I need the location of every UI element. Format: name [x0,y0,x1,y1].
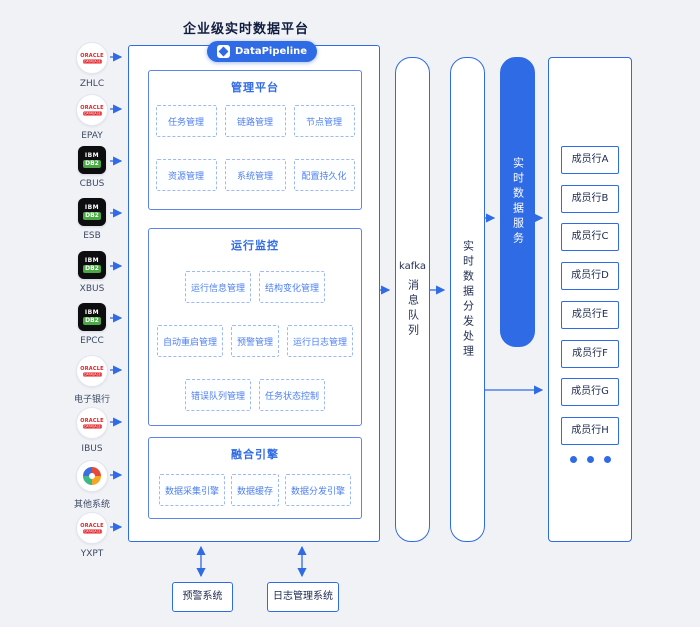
source-yxpt: ORACLE DATABASE YXPT [64,512,120,559]
datapipeline-badge: DataPipeline [207,41,318,62]
member-bank-e: 成员行E [561,301,619,329]
member-bank-b: 成员行B [561,185,619,213]
other-system-icon [76,460,108,492]
source-zhlc: ORACLE DATABASE ZHLC [64,42,120,89]
ibm-db2-icon: IBM DB2 [78,251,106,279]
source-other-systems: 其他系统 [64,460,120,510]
module-resource-management: 资源管理 [155,159,217,191]
oracle-database-icon: ORACLE DATABASE [76,42,108,74]
source-label: EPCC [80,336,104,346]
source-label: CBUS [79,179,105,189]
member-bank-d: 成员行D [561,262,619,290]
source-xbus: IBM DB2 XBUS [64,251,120,294]
member-bank-h: 成员行H [561,417,619,445]
source-epcc: IBM DB2 EPCC [64,303,120,346]
source-esb: IBM DB2 ESB [64,198,120,241]
module-error-queue: 错误队列管理 [184,379,251,411]
module-data-collect-engine: 数据采集引擎 [158,474,225,506]
source-label: ZHLC [79,79,105,89]
module-config-persistence: 配置持久化 [293,159,355,191]
source-label: 电子银行 [73,395,110,405]
module-data-cache: 数据缓存 [230,474,279,506]
module-task-management: 任务管理 [155,105,217,137]
module-node-management: 节点管理 [293,105,355,137]
runtime-monitoring-panel: 运行监控 运行信息管理 结构变化管理 自动重启管理 预警管理 运行日志管理 错误… [148,228,362,426]
ibm-db2-icon: IBM DB2 [78,198,106,226]
brand-name: DataPipeline [235,46,308,57]
message-queue-label: 消息队列 [406,278,420,339]
page-title: 企业级实时数据平台 [183,22,310,37]
alert-system-box: 预警系统 [172,582,233,612]
source-label: YXPT [80,549,104,559]
module-alert-management: 预警管理 [230,325,279,357]
source-ibus: ORACLE DATABASE IBUS [64,407,120,454]
member-banks-container: 成员行A 成员行B 成员行C 成员行D 成员行E 成员行F 成员行G 成员行H [548,57,632,542]
ibm-db2-icon: IBM DB2 [78,146,106,174]
module-task-state-control: 任务状态控制 [259,379,326,411]
source-cbus: IBM DB2 CBUS [64,146,120,189]
datapipeline-logo-icon [217,45,230,58]
source-label: 其他系统 [73,500,110,510]
source-label: XBUS [79,284,105,294]
member-bank-a: 成员行A [561,146,619,174]
panel-title: 运行监控 [231,239,279,252]
oracle-database-icon: ORACLE DATABASE [76,512,108,544]
oracle-database-icon: ORACLE DATABASE [76,407,108,439]
module-schema-change: 结构变化管理 [259,271,326,303]
panel-title: 管理平台 [231,81,279,94]
source-epay: ORACLE DATABASE EPAY [64,94,120,141]
fusion-engine-panel: 融合引擎 数据采集引擎 数据缓存 数据分发引擎 [148,437,362,519]
source-label: ESB [83,231,101,241]
log-management-system-box: 日志管理系统 [267,582,339,612]
member-bank-g: 成员行G [561,378,619,406]
more-members-ellipsis [549,456,631,463]
realtime-data-service: 实时数据服务 [500,57,535,347]
module-auto-restart: 自动重启管理 [156,325,223,357]
member-bank-f: 成员行F [561,340,619,368]
member-bank-c: 成员行C [561,223,619,251]
panel-title: 融合引擎 [231,448,279,461]
module-system-management: 系统管理 [224,159,286,191]
source-label: IBUS [81,444,103,454]
management-platform-panel: 管理平台 任务管理 链路管理 节点管理 资源管理 系统管理 配置持久化 [148,70,362,210]
oracle-database-icon: ORACLE DATABASE [76,355,108,387]
module-data-distribute-engine: 数据分发引擎 [285,474,352,506]
realtime-distribution-processing: 实时数据分发处理 [450,57,485,542]
kafka-label: kafka [398,260,426,272]
module-runtime-info: 运行信息管理 [184,271,251,303]
source-label: EPAY [81,131,103,141]
ibm-db2-icon: IBM DB2 [78,303,106,331]
oracle-database-icon: ORACLE DATABASE [76,94,108,126]
module-link-management: 链路管理 [224,105,286,137]
kafka-message-queue: kafka 消息队列 [395,57,430,542]
module-runtime-log: 运行日志管理 [287,325,354,357]
source-ebank: ORACLE DATABASE 电子银行 [64,355,120,405]
